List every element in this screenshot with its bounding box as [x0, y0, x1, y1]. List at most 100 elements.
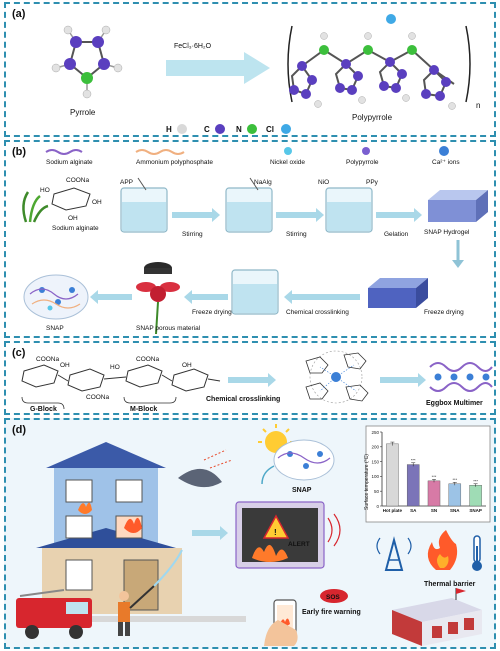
- panel-c-crosslinking-mechanism: (c) COONa COONa COONa OH HO OH G-Block M…: [4, 341, 496, 415]
- hydrogel-label: SNAP Hydrogel: [424, 229, 470, 236]
- chloride-ion: [386, 14, 396, 24]
- legend-h-label: H: [166, 125, 172, 134]
- step-arrow: [172, 208, 220, 222]
- nitrogen-atom: [81, 72, 93, 84]
- legend-cl-swatch: [281, 124, 291, 134]
- sodium-alginate-structure: COONa OH OH HO: [40, 177, 102, 222]
- legend-ppy-swatch: [362, 147, 370, 155]
- step-gelation: Gelation: [384, 231, 409, 238]
- chart-x-tick-label: SN: [431, 508, 437, 513]
- thermal-barrier-label: Thermal barrier: [424, 581, 476, 588]
- sa-group-ho: HO: [40, 187, 50, 194]
- step-stirring-1: Stirring: [182, 231, 203, 238]
- beaker-1: [120, 187, 168, 233]
- beaker-4: [231, 269, 279, 315]
- phone-hand-illustration: [264, 599, 298, 646]
- legend-cl-label: Cl: [266, 125, 274, 134]
- fire-station-illustration: [392, 588, 482, 646]
- chart-significance-label: ***: [452, 477, 457, 482]
- signal-tower-icon: [376, 536, 412, 571]
- step-arrow: [90, 290, 132, 304]
- c-group-coona-2: COONa: [136, 356, 160, 363]
- step-freeze-drying-1: Freeze drying: [424, 309, 464, 316]
- flame-icon: [427, 530, 458, 570]
- sa-group-oh-1: OH: [92, 199, 102, 206]
- down-arrow-head: [452, 260, 464, 268]
- curved-arrow: [261, 465, 275, 485]
- porous-label: SNAP porous material: [136, 325, 201, 332]
- panel-a-canvas: (a) Pyrrole FeCl₃·6H₂O: [12, 8, 480, 134]
- hydrogen-atom: [113, 63, 123, 73]
- c-group-oh-2: OH: [182, 362, 192, 369]
- legend-ppy-label: Polypyrrole: [346, 159, 379, 166]
- add-arrow: [137, 177, 147, 191]
- legend-c-swatch: [215, 124, 225, 134]
- step-arrow: [284, 290, 360, 304]
- chart-bar: [427, 480, 441, 507]
- step-stirring-2: Stirring: [286, 231, 307, 238]
- carbon-atom: [64, 58, 76, 70]
- add-ppy-label: PPy: [366, 179, 379, 186]
- m-block-label: M-Block: [130, 406, 157, 413]
- water-spray: [153, 549, 183, 587]
- seaweed-icon: [22, 191, 49, 223]
- step-arrow: [192, 526, 228, 540]
- heat-shield-coating: [178, 468, 222, 488]
- reagent-label: FeCl₃·6H₂O: [174, 43, 212, 50]
- sa-group-oh-2: OH: [68, 215, 78, 222]
- chart-bar: [406, 464, 420, 507]
- beaker-3: [325, 187, 373, 233]
- panel-d-fire-application: (d): [4, 418, 496, 649]
- c-step-label: Chemical crosslinking: [206, 396, 280, 403]
- eggbox-multimer-icon: [429, 362, 493, 392]
- legend-c-label: C: [204, 125, 210, 134]
- c-group-ho: HO: [110, 364, 120, 371]
- legend-nio-swatch: [284, 147, 292, 155]
- carbon-atom: [70, 36, 82, 48]
- sa-structure-label: Sodium alginate: [52, 225, 99, 232]
- sos-label: SOS: [326, 594, 340, 601]
- step-arrow: [276, 208, 324, 222]
- sa-group-coona: COONa: [66, 177, 90, 184]
- c-group-oh-1: OH: [60, 362, 70, 369]
- c-group-coona-1: COONa: [36, 356, 60, 363]
- pyrrole-molecule: [51, 25, 123, 99]
- chart-x-tick-label: SNA: [450, 508, 460, 513]
- legend-ca-swatch: [439, 146, 449, 156]
- legend-app-label: Ammonium polyphosphate: [136, 159, 213, 166]
- panel-b-canvas: (b) Sodium alginate Ammonium polyphospha…: [12, 146, 488, 335]
- c-group-coona-3: COONa: [86, 394, 110, 401]
- hydrogen-atom: [82, 89, 92, 99]
- alert-label: ALERT: [288, 541, 310, 548]
- repeat-subscript: n: [476, 101, 480, 110]
- sos-badge: SOS: [320, 589, 348, 603]
- panel-c-tag: (c): [12, 347, 26, 359]
- pyrrole-label: Pyrrole: [70, 108, 96, 117]
- atom-legend: H C N Cl: [166, 124, 291, 134]
- early-warning-label: Early fire warning: [302, 609, 361, 616]
- legend-app-swatch: [135, 149, 185, 155]
- burning-house-illustration: [16, 442, 246, 622]
- g-block-label: G-Block: [30, 406, 57, 413]
- add-naalg-label: NaAlg: [254, 179, 272, 186]
- legend-nio-label: Nickel oxide: [270, 159, 305, 166]
- step-arrow: [380, 373, 426, 387]
- hydrogen-atom: [51, 63, 61, 73]
- flower-porous-material-icon: [136, 262, 180, 335]
- chart-y-tick-label: 100: [371, 474, 379, 479]
- right-bracket: [465, 25, 471, 103]
- add-nio-label: NiO: [318, 179, 329, 186]
- chart-significance-label: ***: [432, 474, 437, 479]
- snap-network-icon: [23, 274, 89, 320]
- signal-wave: [327, 517, 333, 543]
- chart-y-tick-label: 150: [371, 459, 379, 464]
- fire-truck-illustration: [16, 589, 92, 639]
- step-arrow: [376, 208, 422, 222]
- freeze-dried-block: [368, 278, 428, 308]
- add-app-label: APP: [120, 179, 133, 186]
- legend-ca-label: Ca²⁺ ions: [432, 159, 460, 166]
- chart-ylabel: Surface temperature (°C): [364, 454, 370, 510]
- panel-c-canvas: (c) COONa COONa COONa OH HO OH G-Block M…: [12, 347, 493, 413]
- signal-wave: [333, 513, 341, 547]
